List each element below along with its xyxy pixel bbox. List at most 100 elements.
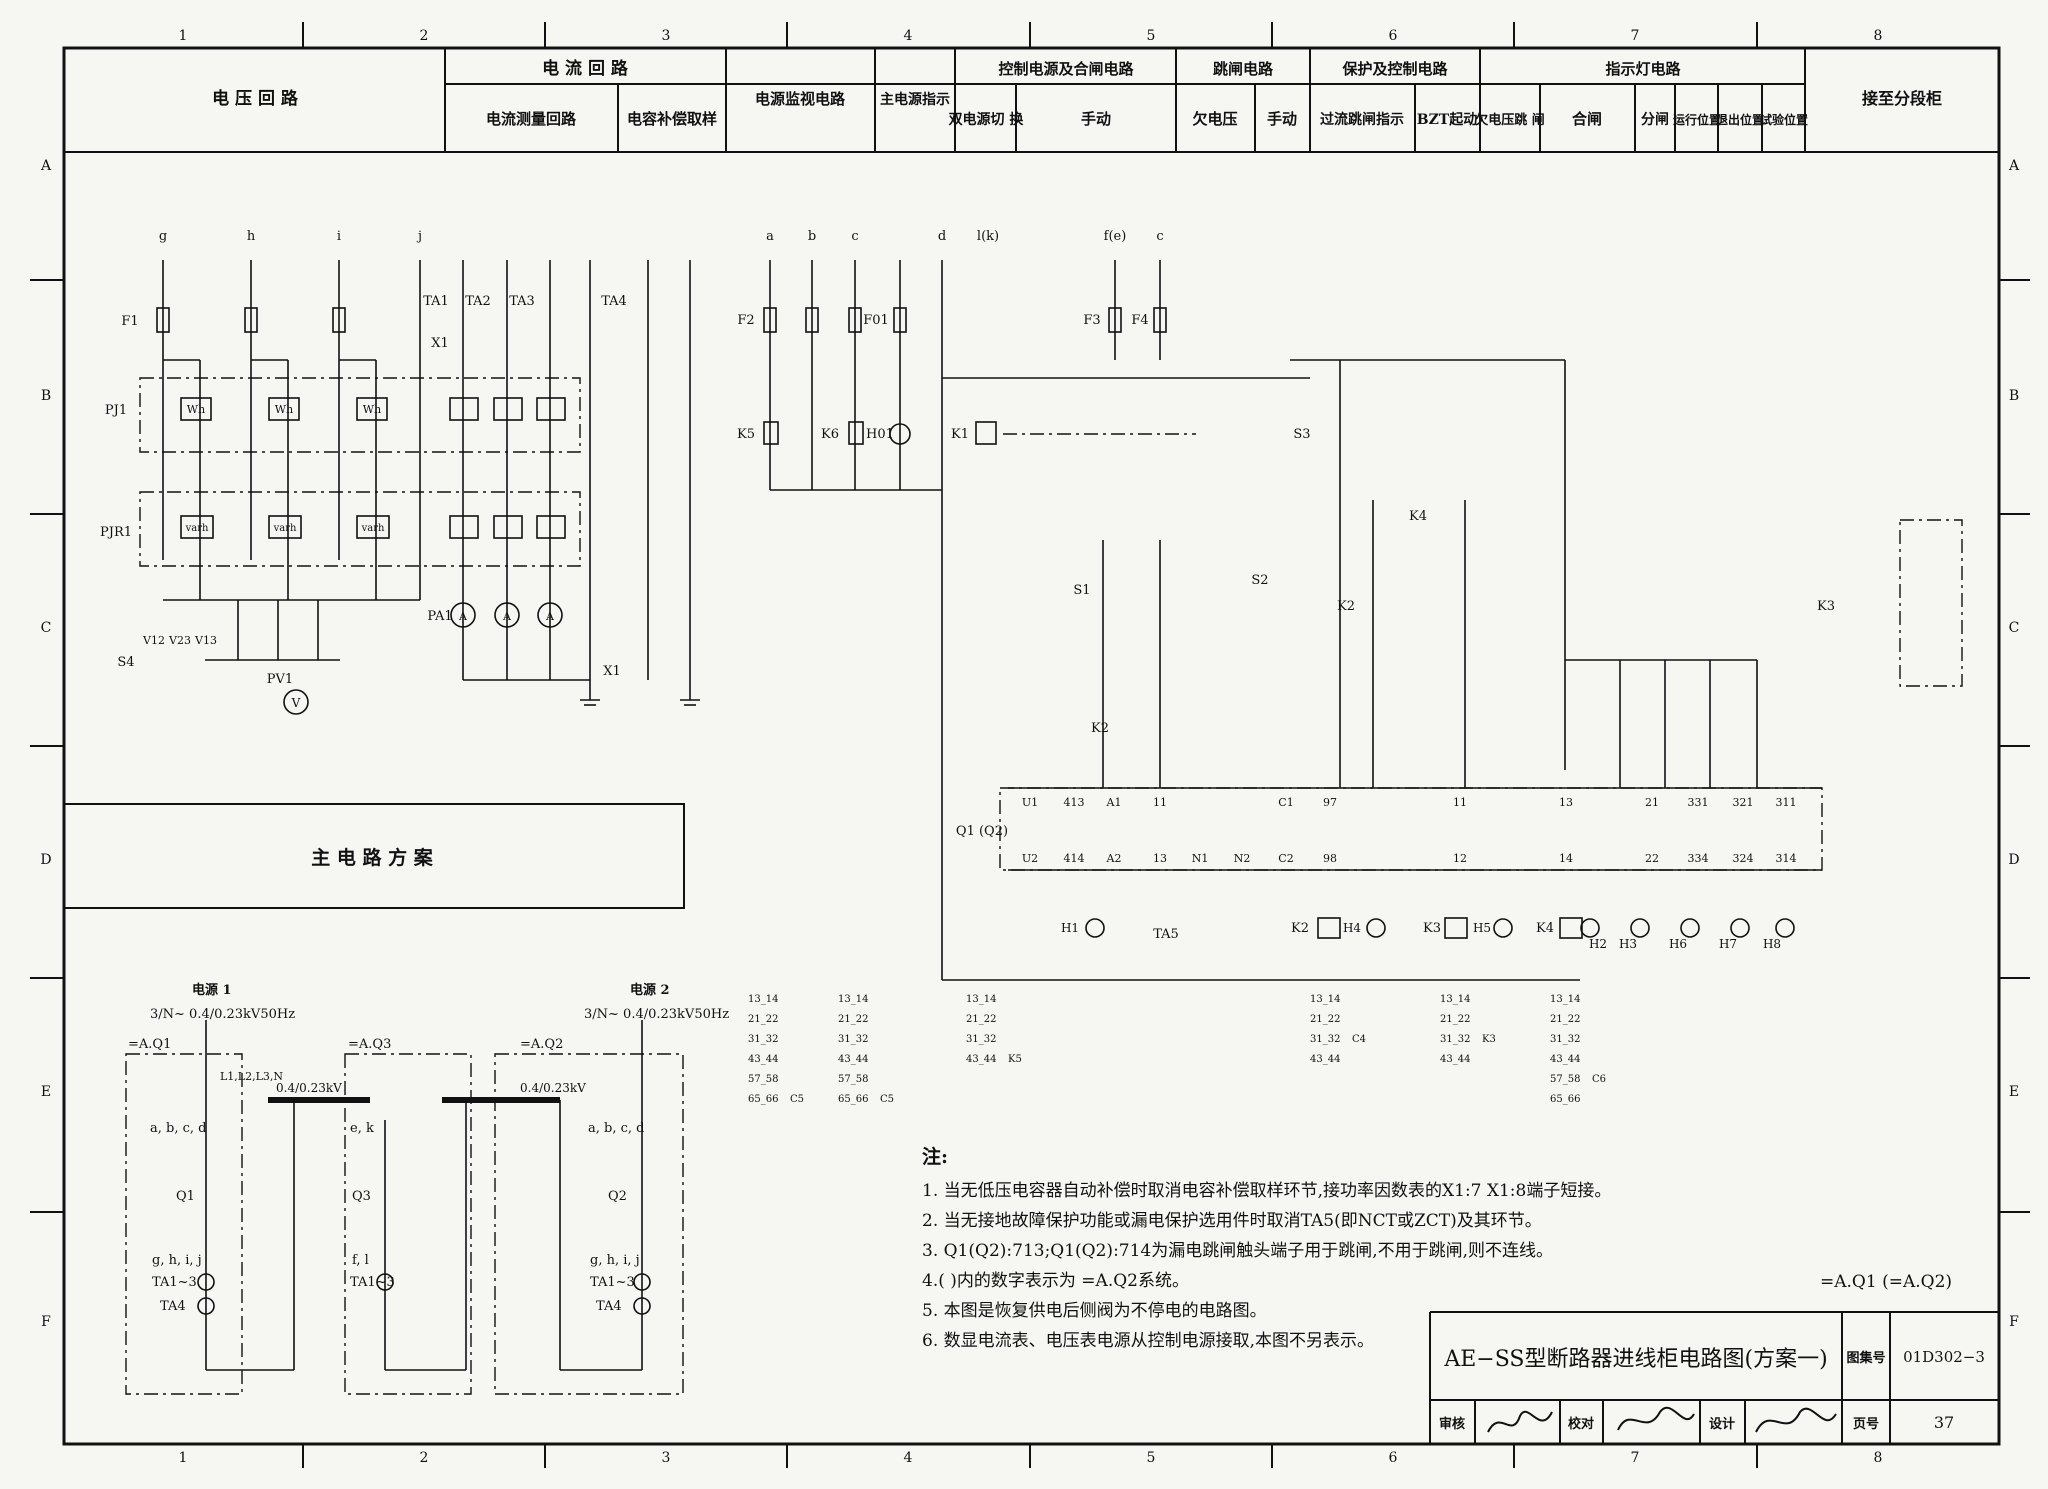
- bus1-voltage: 0.4/0.23kV: [276, 1081, 342, 1095]
- svg-text:43_44: 43_44: [966, 1054, 996, 1065]
- svg-text:21_22: 21_22: [748, 1014, 778, 1025]
- source2-label: 电源 2: [630, 982, 670, 998]
- pjr1-label: PJR1: [100, 525, 132, 540]
- header-current-loop: 电 流 回 路: [542, 58, 629, 79]
- k2-coil-label: K2: [1291, 921, 1309, 936]
- header-exit-pos: 退出位置: [1716, 112, 1764, 127]
- fuse-f3-label: F3: [1083, 313, 1100, 328]
- relay-k2-label: K2: [1337, 599, 1355, 614]
- relay-k2-contact-label: K2: [1091, 721, 1109, 736]
- term-top-1: U1: [1022, 796, 1038, 809]
- svg-text:31_32: 31_32: [838, 1034, 868, 1045]
- voltage-col-g: g: [159, 229, 167, 244]
- ek-label: e, k: [350, 1121, 374, 1136]
- svg-text:57_58: 57_58: [1550, 1074, 1580, 1085]
- ta2-label: TA2: [465, 294, 491, 309]
- svg-text:43_44: 43_44: [1310, 1054, 1340, 1065]
- aq3-label: =A.Q3: [348, 1037, 391, 1052]
- lamp-h1: H1: [1061, 921, 1079, 935]
- voltage-col-i: i: [337, 229, 341, 244]
- pa1-label: PA1: [427, 609, 452, 624]
- voltage-loop-wiring: [156, 260, 421, 715]
- svg-text:C4: C4: [1352, 1034, 1366, 1045]
- svg-text:43_44: 43_44: [1550, 1054, 1580, 1065]
- fl-label: f, l: [352, 1253, 369, 1268]
- zone-row-c-left: C: [41, 620, 52, 636]
- title-block-text: AE−SS型断路器进线柜电路图(方案一) 图集号 01D302−3 审核 校对 …: [1439, 1347, 1985, 1432]
- contact-table-4: 13_14 21_22 31_32 43_44 C4: [1310, 994, 1366, 1065]
- zone-row-a-left: A: [40, 158, 52, 174]
- note-5: 5. 本图是恢复供电后侧阀为不停电的电路图。: [922, 1301, 1267, 1321]
- ta4-label-2: TA4: [596, 1299, 622, 1314]
- svg-text:43_44: 43_44: [748, 1054, 778, 1065]
- wh-meter-2: Wh: [275, 403, 293, 416]
- header-to-section: 接至分段柜: [1862, 89, 1942, 108]
- svg-text:65_66: 65_66: [1550, 1094, 1580, 1105]
- ta13-label-1: TA1~3: [152, 1275, 197, 1290]
- zone-col-7-bottom: 7: [1631, 1450, 1640, 1466]
- svg-text:K3: K3: [1482, 1034, 1496, 1045]
- source2-spec: 3/N~ 0.4/0.23kV50Hz: [584, 1007, 729, 1022]
- source1-spec: 3/N~ 0.4/0.23kV50Hz: [150, 1007, 295, 1022]
- varh-meter-1: varh: [185, 523, 209, 534]
- lamp-h2: H2: [1589, 937, 1607, 951]
- varh-meter-2: varh: [273, 523, 297, 534]
- term-bot-9: 12: [1453, 852, 1467, 865]
- main-circuit-wiring: [197, 1020, 651, 1371]
- term-top-3: A1: [1106, 796, 1122, 809]
- zone-col-5-bottom: 5: [1147, 1450, 1156, 1466]
- fuse-f01-label: F01: [863, 313, 889, 328]
- header-manual-2: 手动: [1267, 110, 1297, 128]
- voltage-loop-labels: g h i j F1 PJ1 PJR1 Wh Wh Wh varh varh v…: [100, 229, 422, 710]
- main-circuit-labels: 电源 1 电源 2 3/N~ 0.4/0.23kV50Hz 3/N~ 0.4/0…: [128, 982, 729, 1314]
- header-bzt: BZT起动: [1417, 111, 1477, 128]
- ctrl-col-d: d: [938, 229, 946, 244]
- svg-text:31_32: 31_32: [1550, 1034, 1580, 1045]
- term-bot-13: 324: [1733, 852, 1754, 865]
- header-voltage-loop: 电 压 回 路: [212, 88, 299, 109]
- term-bot-12: 334: [1688, 852, 1709, 865]
- abcd-label-2: a, b, c, d: [588, 1121, 644, 1136]
- header-main-power-ind: 主电源指示: [880, 91, 950, 108]
- current-loop-labels: TA1 TA2 TA3 TA4 X1 X1 PA1 A A A: [423, 294, 627, 679]
- svg-text:13_14: 13_14: [748, 994, 778, 1005]
- design-label: 设计: [1709, 1416, 1735, 1432]
- term-bot-8: 98: [1323, 852, 1337, 865]
- svg-text:57_58: 57_58: [838, 1074, 868, 1085]
- pv1-label: PV1: [267, 672, 293, 687]
- ta5-label: TA5: [1153, 927, 1179, 942]
- page-number-label: 页号: [1853, 1417, 1879, 1432]
- term-bot-5: N1: [1192, 852, 1209, 865]
- header-cap-comp: 电容补偿取样: [627, 110, 717, 128]
- contact-table-2: 13_14 21_22 31_32 43_44 57_58 65_66 C5: [838, 994, 894, 1105]
- contact-tables: 13_14 21_22 31_32 43_44 57_58 65_66 C5 1…: [748, 994, 1606, 1105]
- q2-label: Q2: [608, 1189, 627, 1204]
- relay-k6-label: K6: [821, 427, 839, 442]
- svg-text:57_58: 57_58: [748, 1074, 778, 1085]
- zone-row-b-left: B: [41, 388, 51, 404]
- voltage-dashed-boxes: [139, 377, 581, 567]
- control-dashed-lines: [999, 433, 1963, 871]
- zone-row-a-right: A: [2008, 158, 2020, 174]
- x1-terminal-label-2: X1: [603, 664, 621, 679]
- fuse-f4-label: F4: [1131, 313, 1148, 328]
- v13-label: V13: [194, 634, 217, 647]
- header-current-measure: 电流测量回路: [486, 110, 577, 128]
- ctrl-col-lk: l(k): [977, 229, 999, 244]
- note-3: 3. Q1(Q2):713;Q1(Q2):714为漏电跳闸触头端子用于跳闸,不用…: [922, 1241, 1554, 1261]
- zone-col-8-top: 8: [1874, 28, 1883, 44]
- ctrl-col-a: a: [766, 229, 774, 244]
- ta4-label: TA4: [601, 294, 627, 309]
- varh-meter-3: varh: [361, 523, 385, 534]
- term-bot-3: A2: [1106, 852, 1122, 865]
- svg-text:31_32: 31_32: [748, 1034, 778, 1045]
- signature-check: [1617, 1406, 1695, 1431]
- term-bot-4: 13: [1153, 852, 1167, 865]
- svg-text:43_44: 43_44: [838, 1054, 868, 1065]
- term-top-10: 331: [1688, 796, 1709, 809]
- terminal-labels-top: U1 413 A1 11 C1 97 11 13 21 331 321 311: [1022, 796, 1797, 809]
- contact-table-5: 13_14 21_22 31_32 43_44 K3: [1440, 994, 1496, 1065]
- zone-col-4-bottom: 4: [904, 1450, 913, 1466]
- svg-text:21_22: 21_22: [1310, 1014, 1340, 1025]
- header-labels: 电 压 回 路 电 流 回 路 电流测量回路 电容补偿取样 电源监视电路 主电源…: [212, 58, 1942, 128]
